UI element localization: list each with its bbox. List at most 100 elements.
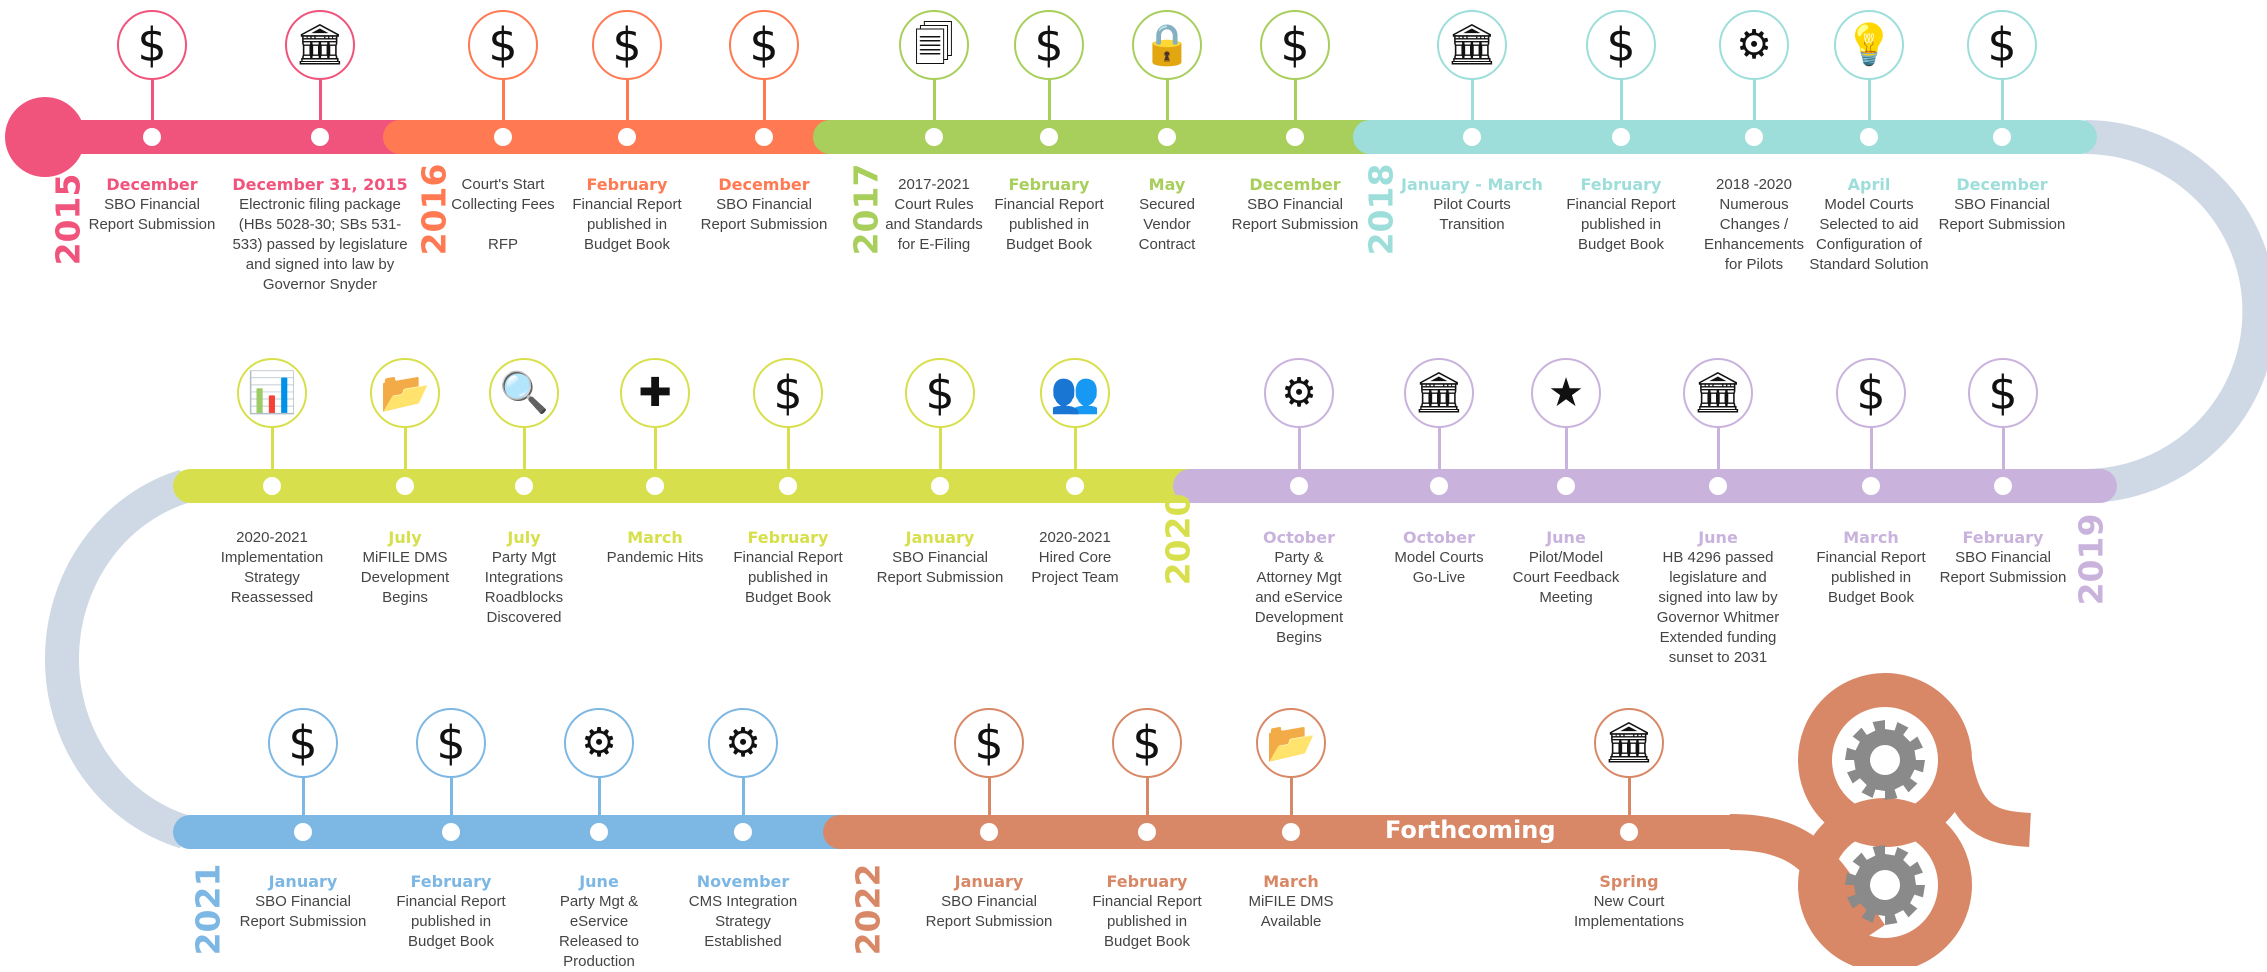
lightbulb-glyph: 💡 bbox=[1844, 22, 1894, 68]
track-end-tail bbox=[1938, 756, 2032, 847]
dollar-icon: $ bbox=[954, 708, 1024, 778]
connector-curve-right bbox=[2084, 120, 2267, 503]
event-date: October bbox=[1263, 528, 1335, 547]
event-description: Financial Report published in Budget Boo… bbox=[1092, 893, 1202, 950]
event-connector-stem bbox=[1293, 80, 1297, 137]
event-label: June HB 4296 passed legislature and signe… bbox=[1628, 528, 1808, 668]
capitol-glyph: 🏛 bbox=[1692, 370, 1744, 416]
event-dot bbox=[925, 128, 943, 146]
dollar-icon: $ bbox=[468, 10, 538, 80]
event-description: Financial Report published in Budget Boo… bbox=[994, 196, 1104, 253]
event-description: HB 4296 passed legislature and signed in… bbox=[1656, 549, 1780, 666]
bar-chart-glyph: 📊 bbox=[247, 370, 297, 416]
star-icon: ★ bbox=[1531, 358, 1601, 428]
event-date: February bbox=[586, 175, 668, 194]
event-dot bbox=[294, 823, 312, 841]
dollar-icon: $ bbox=[1586, 10, 1656, 80]
event-connector-stem bbox=[653, 428, 657, 486]
event-description: Court's Start Collecting Fees RFP bbox=[451, 176, 555, 253]
event-date: January - March bbox=[1401, 175, 1543, 194]
event-dot bbox=[1709, 477, 1727, 495]
courthouse-glyph: 🏛 bbox=[1446, 22, 1498, 68]
dollar-icon: $ bbox=[592, 10, 662, 80]
event-dot bbox=[590, 823, 608, 841]
event-connector-stem bbox=[762, 80, 766, 137]
event-connector-stem bbox=[1869, 428, 1873, 486]
event-date: July bbox=[507, 528, 541, 547]
dollar-glyph: $ bbox=[1606, 18, 1636, 72]
gear-glyph: ⚙ bbox=[1281, 370, 1317, 416]
gear-hole bbox=[1870, 745, 1900, 775]
event-dot bbox=[931, 477, 949, 495]
event-label: Court's Start Collecting Fees RFP bbox=[413, 175, 593, 255]
courthouse-glyph: 🏛 bbox=[1603, 720, 1655, 766]
event-description: 2018 -2020 Numerous Changes / Enhancemen… bbox=[1703, 176, 1805, 273]
gear-glyph: ⚙ bbox=[581, 720, 617, 766]
lock-glyph: 🔒 bbox=[1142, 22, 1192, 68]
event-dot bbox=[396, 477, 414, 495]
event-dot bbox=[1066, 477, 1084, 495]
folder-glyph: 📂 bbox=[1266, 720, 1316, 766]
event-date: February bbox=[1008, 175, 1090, 194]
event-dot bbox=[1290, 477, 1308, 495]
dollar-glyph: $ bbox=[773, 366, 803, 420]
event-date: March bbox=[627, 528, 683, 547]
magnifier-glyph: 🔍 bbox=[499, 370, 549, 416]
event-date: December bbox=[1249, 175, 1341, 194]
event-dot bbox=[618, 128, 636, 146]
event-connector-stem bbox=[938, 428, 942, 486]
connector-curve-left bbox=[44, 469, 191, 849]
event-date: January bbox=[905, 528, 975, 547]
event-connector-stem bbox=[301, 778, 305, 832]
year-label-2019: 2019 bbox=[2071, 513, 2111, 606]
event-connector-stem bbox=[1073, 428, 1077, 486]
event-dot bbox=[1463, 128, 1481, 146]
event-connector-stem bbox=[1297, 428, 1301, 486]
event-label: 2020-2021 Implementation Strategy Reasse… bbox=[182, 528, 362, 608]
event-label: 2017-2021 Court Rules and Standards for … bbox=[844, 175, 1024, 255]
event-dot bbox=[442, 823, 460, 841]
event-connector-stem bbox=[741, 778, 745, 832]
event-dot bbox=[1286, 128, 1304, 146]
event-dot bbox=[1557, 477, 1575, 495]
event-connector-stem bbox=[1289, 778, 1293, 832]
event-description: Party Mgt & eService Released to Product… bbox=[558, 893, 640, 970]
dollar-glyph: $ bbox=[436, 716, 466, 770]
event-connector-stem bbox=[1867, 80, 1871, 137]
courthouse-icon: 🏛 bbox=[1594, 708, 1664, 778]
dollar-glyph: $ bbox=[288, 716, 318, 770]
dollar-glyph: $ bbox=[1988, 366, 2018, 420]
year-label-2020: 2020 bbox=[1158, 493, 1198, 586]
star-glyph: ★ bbox=[1548, 370, 1584, 416]
event-dot bbox=[646, 477, 664, 495]
event-date: Spring bbox=[1599, 872, 1659, 891]
medical-cross-glyph: ✚ bbox=[638, 370, 672, 416]
event-date: May bbox=[1148, 175, 1186, 194]
dollar-glyph: $ bbox=[1987, 18, 2017, 72]
team-glyph: 👥 bbox=[1050, 370, 1100, 416]
event-date: December bbox=[1956, 175, 2048, 194]
folder-glyph: 📂 bbox=[380, 370, 430, 416]
event-description: SBO Financial Report Submission bbox=[925, 893, 1053, 930]
event-dot bbox=[755, 128, 773, 146]
magnifier-icon: 🔍 bbox=[489, 358, 559, 428]
event-date: June bbox=[1698, 528, 1738, 547]
event-date: March bbox=[1263, 872, 1319, 891]
event-connector-stem bbox=[1627, 778, 1631, 832]
dollar-icon: $ bbox=[1967, 10, 2037, 80]
event-dot bbox=[1862, 477, 1880, 495]
event-dot bbox=[1612, 128, 1630, 146]
event-dot bbox=[311, 128, 329, 146]
event-description: SBO Financial Report Submission bbox=[1938, 196, 2066, 233]
event-dot bbox=[1860, 128, 1878, 146]
dollar-glyph: $ bbox=[1280, 18, 1310, 72]
